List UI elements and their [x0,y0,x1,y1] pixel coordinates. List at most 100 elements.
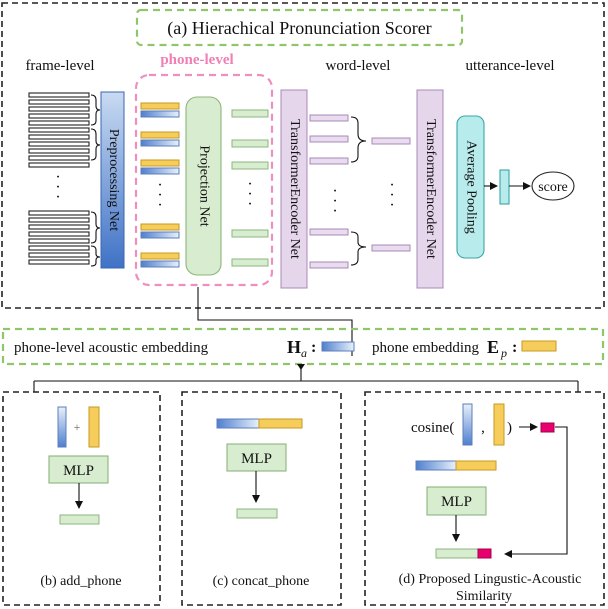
frame-ellipsis-dot: · [55,179,60,196]
transformer-encoder-1-label: TransformerEncoder Net [287,119,302,259]
projection-net [185,96,222,276]
projected-embedding [231,139,269,148]
frame-bar [28,155,90,161]
frame-bar [28,99,90,105]
frame-bar [28,134,90,140]
projected-ellipsis-dot: · [247,176,252,193]
frame-level-label: frame-level [25,58,94,74]
cosine-phone-vertical [493,403,505,446]
word-embedding [371,137,411,145]
contextual-embedding [309,135,349,143]
projected-embeddings: · · · [231,109,269,267]
acoustic-legend-colon: : [311,339,316,356]
acoustic-embedding-bar [140,167,180,175]
contextual-embedding [309,261,349,269]
frame-bar [28,127,90,133]
panel-c-concat-phone: MLP (c) concat_phone [181,391,342,606]
phone-embedding-bar [140,131,180,139]
brace [90,211,101,244]
word-brace-top [350,116,367,163]
similarity-mlp-label: MLP [441,494,472,510]
legend-box [1,327,605,366]
projected-ellipsis-dot: · [247,186,252,203]
contextual-embedding [309,157,349,165]
phone-embedding-symbol: E [487,337,499,357]
word-embedding [371,244,411,252]
phone-input-pairs: · · · [140,102,180,268]
contextual-ellipsis-dot: · [332,183,337,200]
frame-ellipsis-dot: · [55,189,60,206]
contextual-embedding [309,228,349,236]
embedding-legend: phone-level acoustic embedding H a : pho… [1,327,605,366]
similarity-score-cell [540,422,555,433]
frame-bar [28,252,90,258]
acoustic-embedding-symbol: H [287,337,301,357]
projection-net-label: Projection Net [196,145,211,226]
phone-input-ellipsis-dot: · [157,177,162,194]
panel-d-similarity: cosine( , ) MLP (d) Proposed Lingustic-A… [364,391,605,606]
acoustic-embedding-bar [140,260,180,268]
acoustic-embedding-legend-label: phone-level acoustic embedding [14,340,209,356]
phone-contextual-embeddings: · · · [309,114,349,269]
frame-bar [28,141,90,147]
similarity-concat-acoustic [415,460,457,471]
projected-embedding [231,161,269,170]
phone-embedding-bar [140,159,180,167]
word-brace-bottom [350,231,367,266]
phone-embedding-legend-label: phone embedding [372,340,480,356]
contextual-ellipsis-dot: · [332,193,337,210]
phone-level-region [134,73,274,287]
phone-embedding-bar [140,223,180,231]
cosine-acoustic-vertical [462,403,473,446]
score-node [531,171,575,201]
projected-ellipsis-dot: · [247,196,252,213]
word-ellipsis-dot: · [389,197,394,214]
acoustic-embedding-subscript: a [301,346,307,360]
word-ellipsis-dot: · [389,177,394,194]
similarity-caption-line2: Similarity [456,589,512,604]
phone-input-ellipsis-dot: · [157,197,162,214]
similarity-feedback-wire [504,426,568,558]
brace [90,94,101,126]
add-phone-caption: (b) add_phone [40,574,121,589]
frame-bar [28,162,90,168]
diagram-title: (a) Hierachical Pronunciation Scorer [167,18,431,39]
frame-bar [28,259,90,265]
brace [90,128,101,161]
frame-bar [28,217,90,223]
concat-acoustic-part [216,418,260,429]
projected-embedding [231,229,269,238]
preprocessing-net [100,91,125,269]
score-label: score [538,180,568,195]
similarity-output-score-cell [477,548,492,559]
word-ellipsis-dot: · [389,187,394,204]
frame-bar [28,148,90,154]
acoustic-embedding-bar [140,110,180,118]
frame-bar [28,120,90,126]
phone-legend-colon: : [512,339,517,356]
add-operator: + [74,420,81,434]
transformer-encoder-1 [280,89,308,289]
phone-embedding-vertical [88,406,100,448]
cosine-comma: , [481,420,485,436]
cosine-close-paren: ) [507,420,512,436]
panel-d-border [364,391,605,606]
concat-phone-part [258,418,303,429]
projected-embedding [231,109,269,118]
projected-embedding [231,258,269,267]
acoustic-embedding-bar [140,231,180,239]
word-embeddings: · · · [371,137,411,252]
legend-to-panels-connector [33,364,579,392]
phone-embedding-subscript: p [500,346,507,360]
concat-mlp-label: MLP [241,451,272,467]
similarity-mlp-box [426,486,487,516]
preprocessing-net-label: Preprocessing Net [106,129,121,231]
frame-bar [28,245,90,251]
acoustic-embedding-bar [140,139,180,147]
panel-a-border [1,2,605,309]
concat-phone-caption: (c) concat_phone [213,574,310,589]
similarity-output-embedding [435,548,479,559]
frame-bar [28,92,90,98]
phone-embedding-swatch [521,340,557,352]
